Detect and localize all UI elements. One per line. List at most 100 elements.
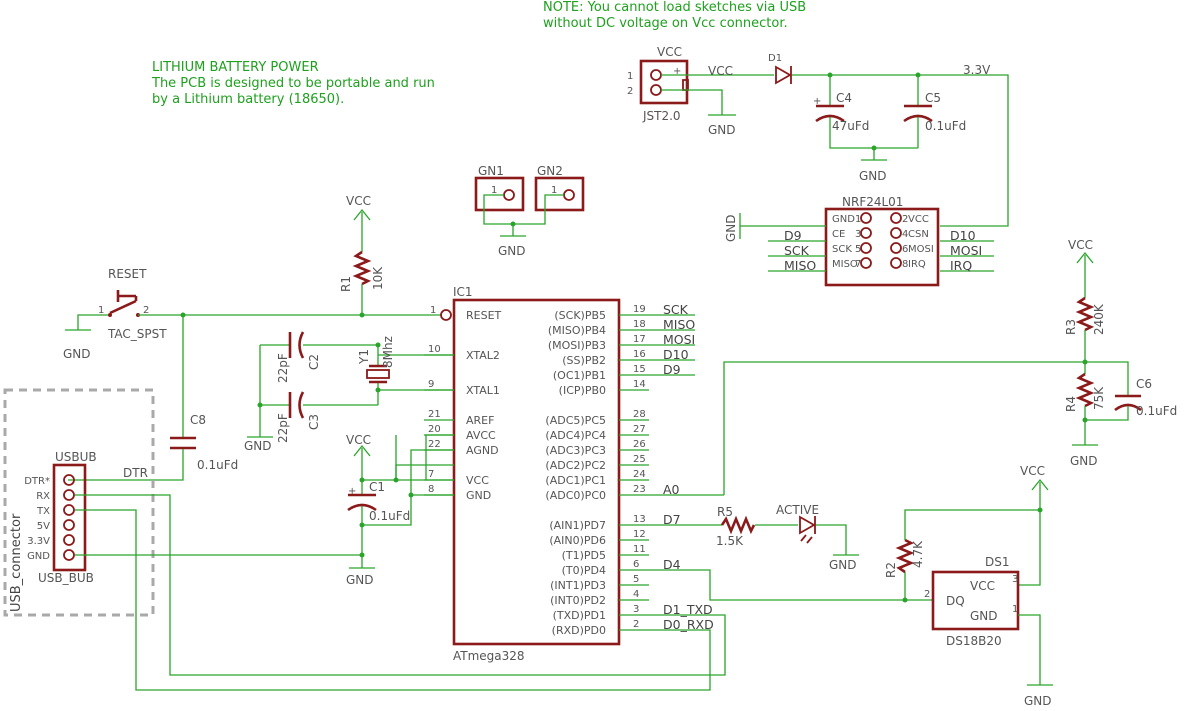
jst-pin-2 — [650, 84, 662, 96]
usb-pad — [63, 504, 75, 516]
r5-label: R5 — [717, 505, 733, 519]
usbub-label: USBUB — [55, 450, 97, 464]
mcu-body — [452, 298, 621, 646]
mcu-net-label: D9 — [663, 362, 681, 377]
v33-net-label: 3.3V — [963, 63, 991, 77]
nrf-pin-name: CE — [832, 229, 845, 240]
mcu-left-pin-num: 22 — [428, 439, 441, 450]
usb-pin-label: 5V — [37, 521, 50, 532]
switch-pin-1: 1 — [98, 305, 104, 316]
usb-connector-frame — [3, 388, 155, 617]
gn2-pin-number: 1 — [551, 185, 557, 196]
r4-resistor — [1075, 372, 1095, 408]
usb-pad — [63, 474, 75, 486]
mcu-right-pin-name: (AIN0)PD6 — [549, 534, 606, 547]
c-gnd-label: GND — [859, 169, 887, 183]
reset-pin-bubble — [440, 309, 452, 321]
r4-label: R4 — [1064, 396, 1078, 412]
ds-gnd-label: GND — [1024, 694, 1052, 708]
mcu-right-pin-name: (ADC2)PC2 — [545, 459, 606, 472]
nrf-pin-num: 8 — [902, 259, 908, 270]
mcu-left-pin-name: VCC — [466, 474, 489, 487]
c1-plus: + — [348, 486, 356, 497]
mcu-net-label: MISO — [663, 317, 695, 332]
active-led-label: ACTIVE — [776, 503, 819, 517]
nrf-pin-num: 1 — [855, 214, 861, 225]
gn1-body — [474, 176, 525, 212]
nrf-pad — [890, 257, 902, 269]
c6-label: C6 — [1136, 377, 1152, 391]
mcu-net-label: D4 — [663, 557, 681, 572]
r1-vcc-label: VCC — [346, 194, 371, 208]
reset-switch[interactable] — [109, 290, 138, 315]
usb-note-line-2: without DC voltage on Vcc connector. — [543, 16, 788, 31]
nrf-pad — [860, 227, 872, 239]
mcu-right-pin-name: (SCK)PB5 — [554, 309, 606, 322]
led-section: R5 1.5K ACTIVE GND — [619, 503, 859, 572]
ds-pin-vcc: VCC — [970, 579, 995, 593]
mcu-left-pin-name: AREF — [466, 414, 494, 427]
mcu-left-pin-name: GND — [466, 489, 491, 502]
usb-note-line-1: NOTE: You cannot load sketches via USB — [543, 0, 807, 15]
d1-diode-symbol — [775, 65, 792, 85]
usb-pin-label: DTR* — [24, 476, 50, 487]
mcu-right-pin-name: (ADC0)PC0 — [545, 489, 606, 502]
usb-pad — [63, 489, 75, 501]
r4-gnd-label: GND — [1070, 454, 1098, 468]
mcu-right-pin-num: 23 — [633, 484, 646, 495]
nrf-label: NRF24L01 — [842, 195, 903, 209]
ds-vcc-label: VCC — [1020, 464, 1045, 478]
r2-value: 4.7K — [911, 540, 925, 568]
mcu-right-pin-num: 4 — [633, 589, 639, 600]
mcu-right-pin-name: (SS)PB2 — [562, 354, 606, 367]
c1-gnd-label: GND — [346, 573, 374, 587]
mcu-right-pin-name: (AIN1)PD7 — [549, 519, 606, 532]
r4-value: 75K — [1092, 386, 1106, 410]
mcu-right-pin-name: (INT0)PD2 — [550, 594, 606, 607]
c8-label: C8 — [190, 413, 206, 427]
mcu-left-pin-name: RESET — [466, 309, 502, 322]
c6-value: 0.1uFd — [1136, 404, 1177, 418]
c1-label: C1 — [369, 480, 385, 494]
reset-pin-num: 1 — [430, 305, 436, 316]
jst-pin-label-1: 1 — [627, 71, 633, 82]
c5-label: C5 — [925, 91, 941, 105]
gn2-label: GN2 — [537, 164, 563, 178]
ds-pin-num-2: 2 — [924, 589, 930, 600]
c6-capacitor — [1114, 394, 1142, 412]
mcu-right-pin-name: (MISO)PB4 — [548, 324, 606, 337]
ds18b20-body — [931, 570, 1020, 631]
mcu-right-pin-name: (RXD)PD0 — [552, 624, 606, 637]
ds1-label: DS1 — [985, 555, 1010, 569]
mcu-right-pin-num: 3 — [633, 604, 639, 615]
usb-connector-section: USB_connector USBUB USB_BUB DTR*RXTX5V3.… — [3, 388, 726, 691]
mcu-right-pin-name: (MOSI)PB3 — [548, 339, 606, 352]
ds18b20-section: R2 4.7K VCC DS1 DS18B20 VCC DQ GND 3 2 1… — [619, 464, 1053, 708]
c1-capacitor — [347, 493, 377, 512]
led-gnd-label: GND — [829, 558, 857, 572]
c2-capacitor — [288, 331, 305, 359]
mcu-right-pin-num: 16 — [633, 349, 646, 360]
r1-label: R1 — [339, 276, 353, 292]
r5-resistor — [720, 515, 756, 535]
nrf-pad — [860, 212, 872, 224]
y1-label: Y1 — [357, 349, 371, 365]
nrf-pin-name: CSN — [908, 229, 929, 240]
c4-value: 47uFd — [832, 119, 869, 133]
r2-resistor — [895, 538, 915, 574]
c3-capacitor — [288, 391, 305, 419]
mcu-net-label: A0 — [663, 482, 680, 497]
mcu-right-pin-num: 5 — [633, 574, 639, 585]
usbub-body — [52, 463, 87, 572]
mcu-name: ATmega328 — [453, 649, 525, 663]
mcu-right-pin-name: (T1)PD5 — [562, 549, 606, 562]
mcu-left-pin-num: 10 — [428, 344, 441, 355]
mcu-right-pin-num: 14 — [633, 379, 646, 390]
r1-value: 10K — [371, 266, 385, 290]
c3-value: 22pF — [276, 413, 290, 443]
nrf-pin-num: 2 — [902, 214, 908, 225]
jst-name-label: JST2.0 — [642, 109, 681, 123]
r2-label: R2 — [884, 562, 898, 578]
mcu-right-pin-name: (OC1)PB1 — [553, 369, 606, 382]
nrf-pad — [890, 227, 902, 239]
